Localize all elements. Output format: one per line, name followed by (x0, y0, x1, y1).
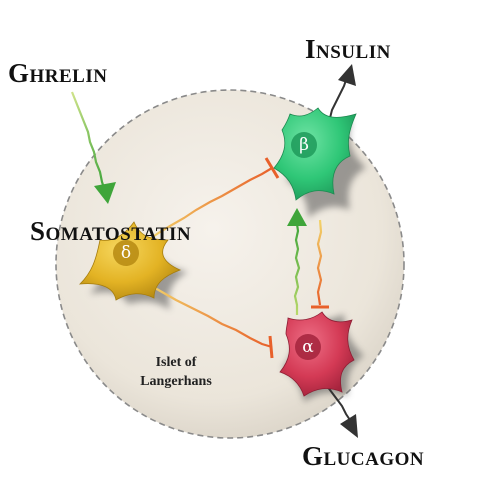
islet-label-line2: Langerhans (140, 373, 212, 389)
delta-to-beta-inhibition (147, 157, 280, 241)
beta-cell (273, 107, 357, 201)
beta-nucleus (291, 132, 317, 158)
ghrelin-stimulation-arrow (70, 91, 116, 204)
somatostatin-label: Somatostatin (30, 216, 192, 246)
glucagon-label: Glucagon (302, 441, 425, 471)
ghrelin-label: Ghrelin (8, 58, 108, 88)
delta-nucleus (113, 240, 139, 266)
alpha-cell-symbol: α (302, 337, 314, 357)
delta-cell-symbol: δ (120, 243, 132, 263)
alpha-to-beta-stimulation (287, 208, 307, 315)
islet-of-langerhans-label: Islet of Langerhans (120, 354, 232, 392)
delta-to-alpha-inhibition (147, 283, 274, 359)
beta-cell-symbol: β (299, 135, 309, 155)
islet-label-line1: Islet of (155, 355, 197, 370)
alpha-nucleus (295, 334, 321, 360)
insulin-label: Insulin (305, 34, 391, 64)
beta-to-alpha-inhibition (311, 219, 329, 309)
